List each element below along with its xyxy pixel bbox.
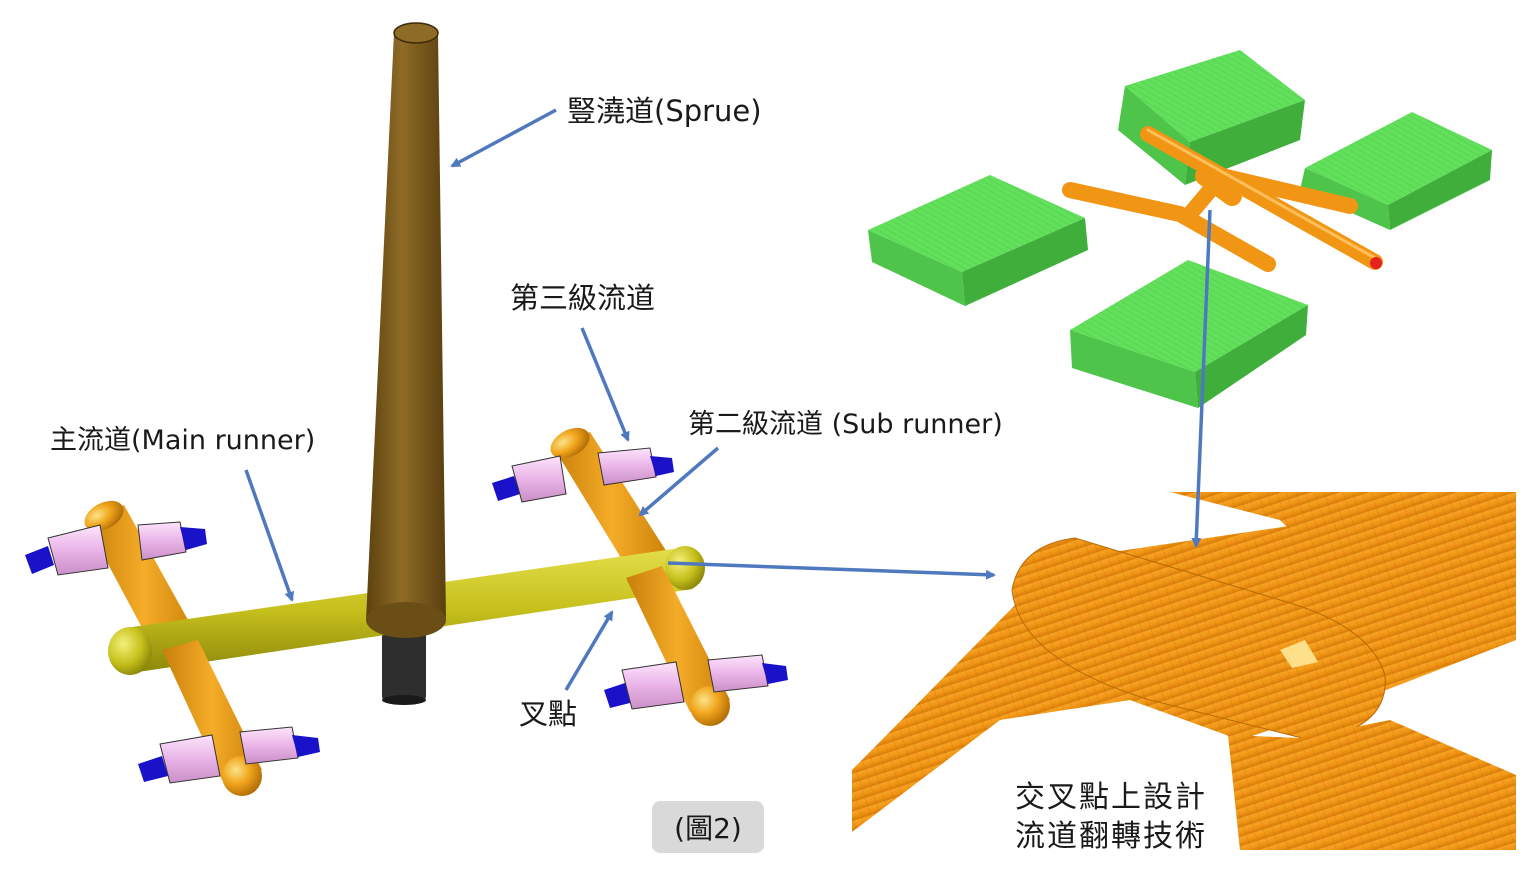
cavity-layout-view: [868, 50, 1492, 408]
right-sub-runner: [550, 427, 672, 576]
cavity-left: [868, 175, 1088, 306]
gate-left-upper: [25, 521, 207, 576]
flip-technique-label-line1: 交叉點上設計: [1015, 780, 1207, 815]
arrow-main-runner: [244, 469, 295, 602]
arrow-layout-to-closeup: [1191, 209, 1212, 548]
arrow-cross-point: [564, 610, 614, 691]
arrow-sprue: [450, 108, 557, 168]
left-sub-runner-front: [162, 640, 262, 796]
third-runner-label: 第三級流道: [510, 281, 656, 315]
arrow-third-runner: [580, 327, 630, 442]
cavity-bottom: [1070, 260, 1308, 408]
cross-point-label: 叉點: [519, 697, 578, 731]
flip-technique-label-line2: 流道翻轉技術: [1015, 819, 1207, 854]
gate-right-upper: [492, 447, 674, 503]
runner-mesh-closeup: [852, 492, 1516, 850]
figure-caption: (圖2): [652, 801, 764, 853]
sub-runner-label: 第二級流道 (Sub runner): [688, 409, 1003, 440]
sprue-base: [382, 630, 426, 702]
gate-left-lower: [138, 726, 320, 784]
arrow-sub-runner: [638, 446, 720, 517]
mesh-cross-bump: [1011, 537, 1386, 741]
mesh-front-runner: [1228, 720, 1516, 850]
gate-right-lower: [604, 654, 788, 710]
cavity-right: [1300, 112, 1492, 230]
sprue: [366, 22, 446, 638]
callout-arrows: [244, 108, 1212, 691]
runner-system-model: [25, 22, 788, 796]
arrow-to-closeup: [667, 561, 996, 580]
runner-layout: [1062, 126, 1383, 272]
sprue-label: 豎澆道(Sprue): [567, 94, 762, 128]
main-runner-label: 主流道(Main runner): [50, 425, 316, 456]
right-sub-runner-front: [626, 566, 730, 726]
